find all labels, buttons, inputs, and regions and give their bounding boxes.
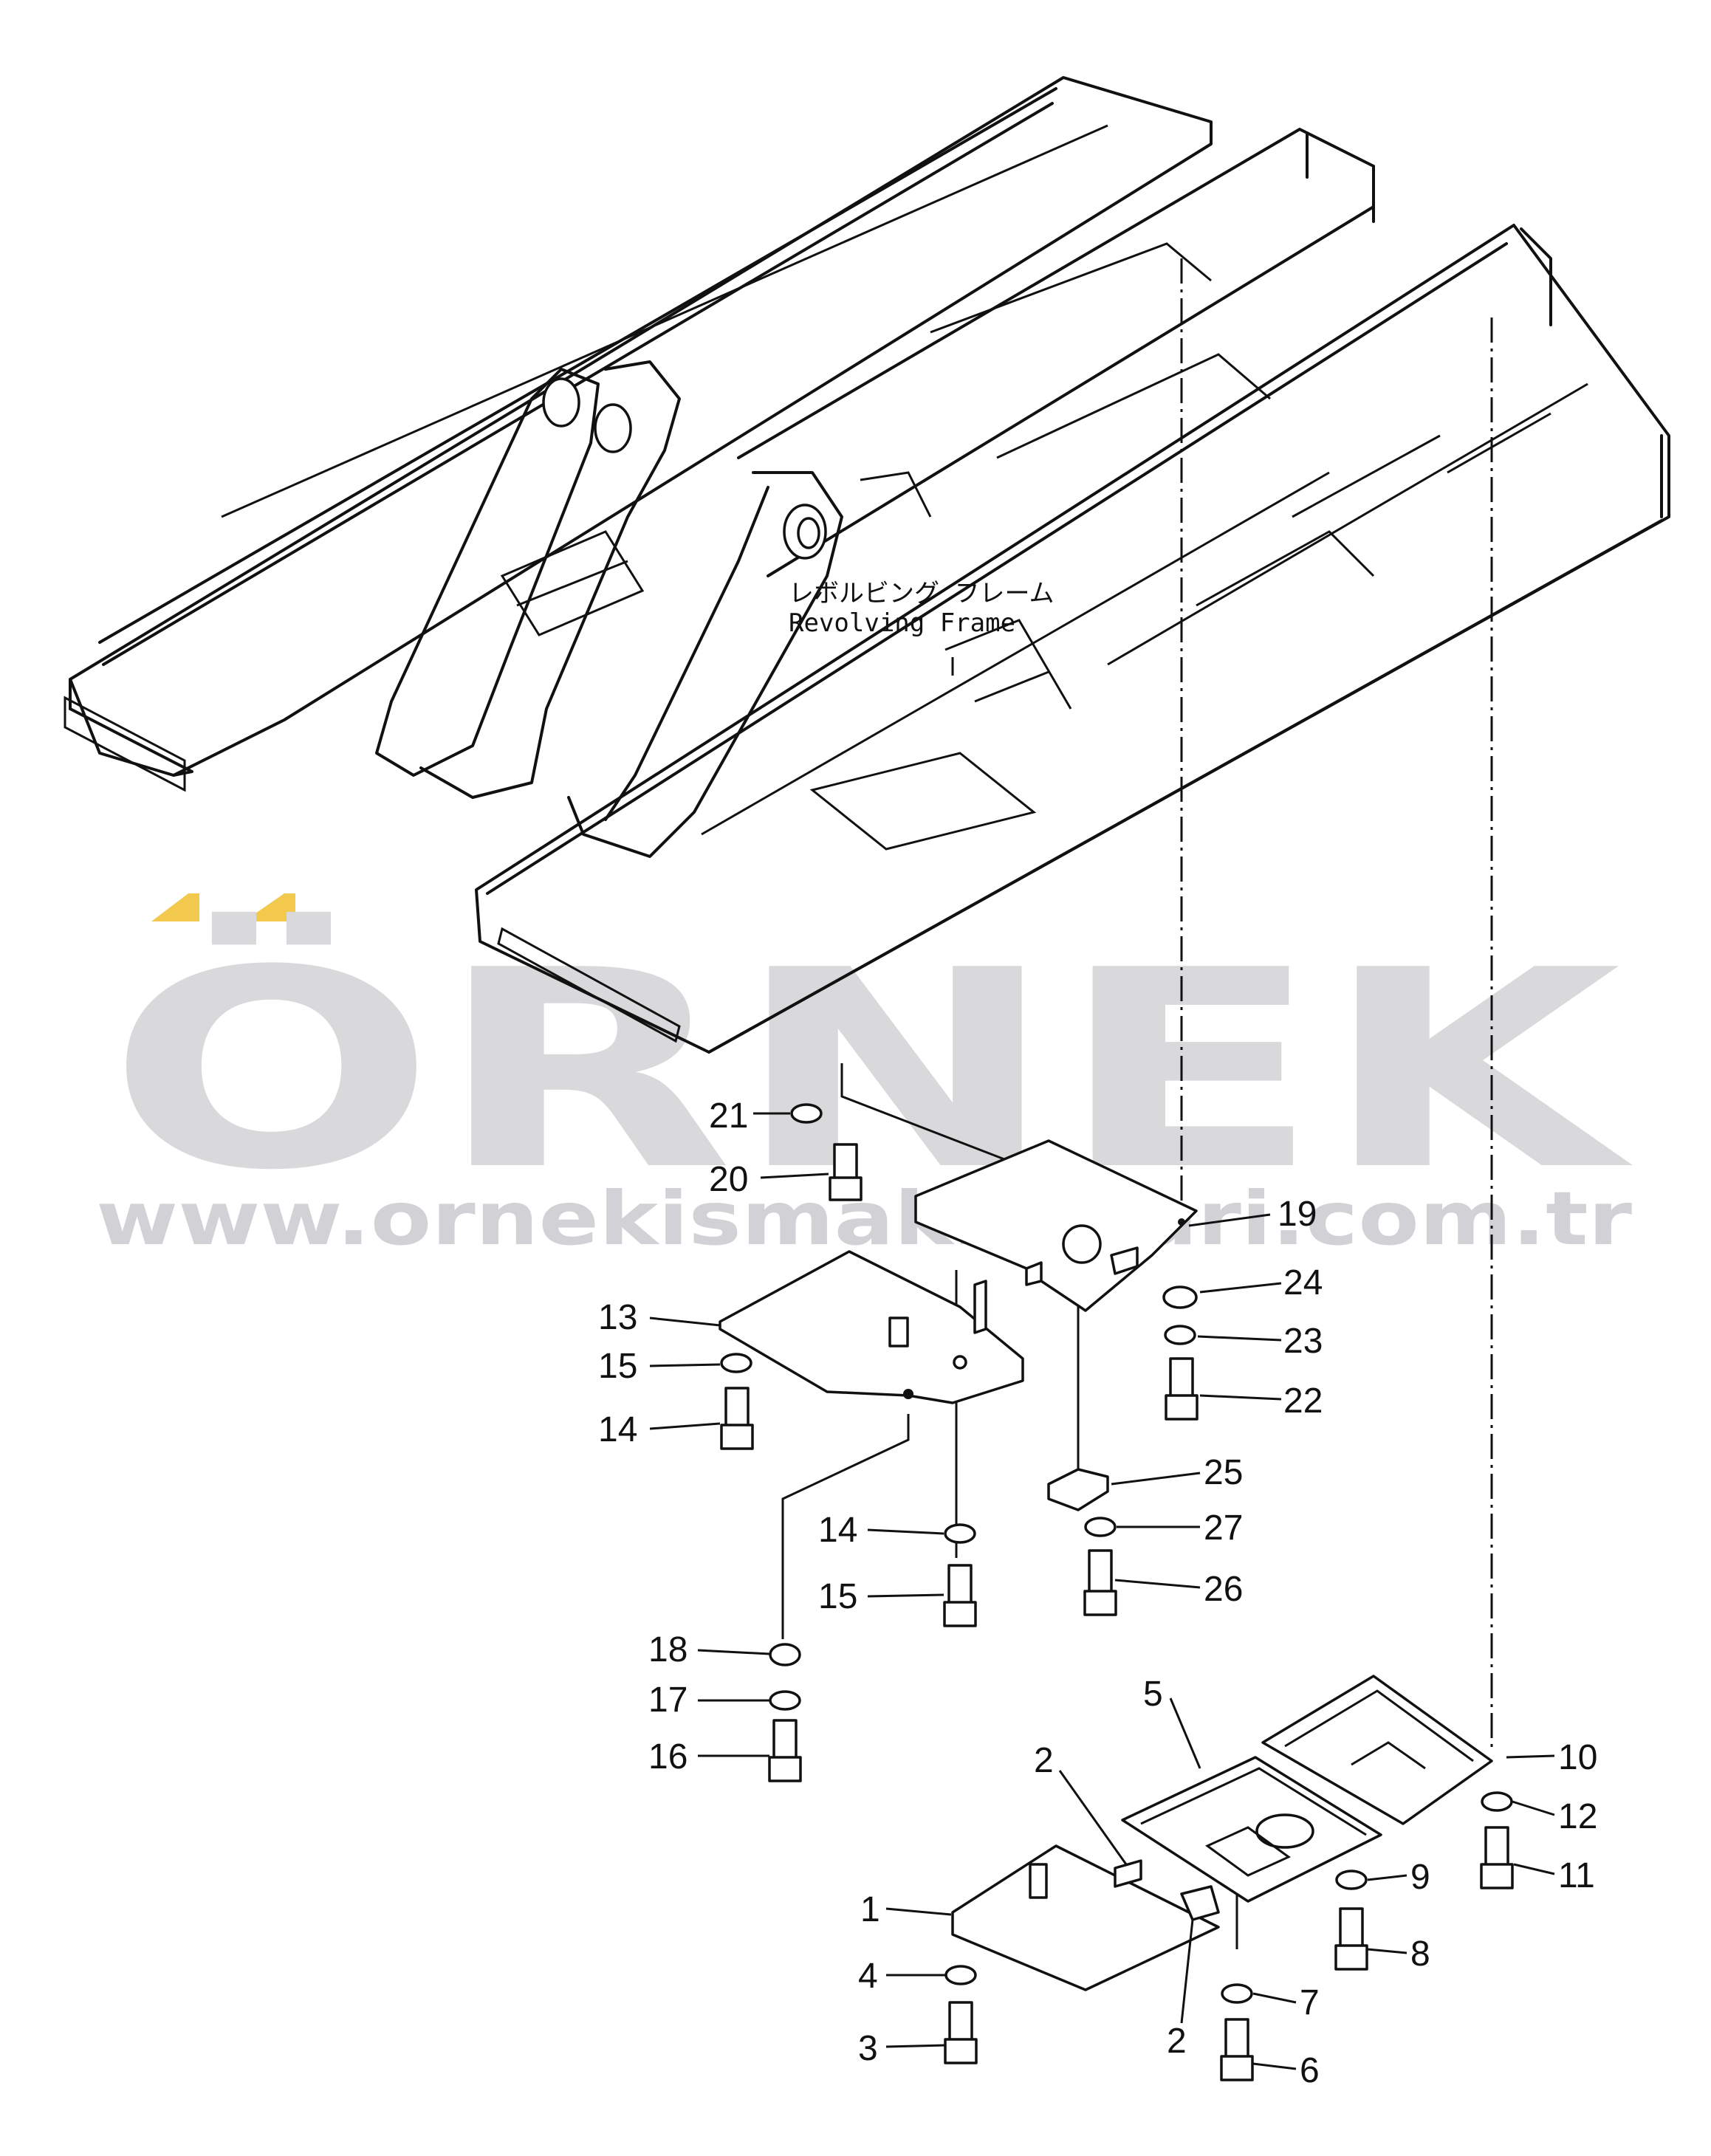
callout-14-upper: 14 [598, 1410, 637, 1449]
callout-7: 7 [1300, 1983, 1320, 2022]
cover-1 [951, 1844, 1220, 1991]
callout-4: 4 [858, 1957, 878, 1996]
callout-20: 20 [709, 1160, 748, 1199]
watermark-accent-right [244, 893, 295, 921]
callout-9: 9 [1410, 1858, 1430, 1897]
callout-3: 3 [858, 2029, 878, 2068]
callout-22: 22 [1283, 1381, 1323, 1421]
callout-16: 16 [648, 1737, 688, 1776]
callout-18: 18 [648, 1630, 688, 1669]
caption-english: Revolving Frame [789, 608, 1015, 638]
callout-13: 13 [598, 1298, 637, 1337]
callout-25: 25 [1204, 1453, 1243, 1492]
callout-19: 19 [1278, 1195, 1317, 1234]
callout-1: 1 [860, 1890, 880, 1929]
callout-2-lower: 2 [1167, 2022, 1187, 2061]
callout-23: 23 [1283, 1322, 1323, 1361]
watermark-accent-left [151, 893, 199, 921]
callout-24: 24 [1283, 1263, 1323, 1302]
callout-27: 27 [1204, 1508, 1243, 1548]
callout-labels: 21 20 19 24 23 22 13 15 14 25 27 26 14 1… [598, 1096, 1597, 2090]
callout-15-lower: 15 [818, 1577, 857, 1616]
callout-2-upper: 2 [1034, 1741, 1054, 1780]
callout-12: 12 [1558, 1797, 1597, 1836]
callout-17: 17 [648, 1680, 688, 1720]
cover-10 [1261, 1675, 1493, 1825]
callout-10: 10 [1558, 1738, 1597, 1777]
watermark-url: www.ornekismakinalari.com.tr [96, 1175, 1633, 1262]
cover-13 [719, 1250, 1024, 1404]
callout-26: 26 [1204, 1570, 1243, 1609]
fasteners [720, 1103, 1514, 2081]
cover-5 [1121, 1756, 1382, 1903]
callout-14-lower: 14 [818, 1511, 857, 1550]
callout-8: 8 [1410, 1934, 1430, 1974]
gasket-25 [1047, 1468, 1109, 1511]
callout-15-upper: 15 [598, 1347, 637, 1386]
callout-21: 21 [709, 1096, 748, 1136]
callout-6: 6 [1300, 2051, 1320, 2090]
callout-11: 11 [1558, 1856, 1595, 1895]
callout-leaders [649, 1112, 1555, 2070]
caption-japanese: レボルビング フレーム [789, 579, 1054, 608]
watermark: ÖRNEK www.ornekismakinalari.com.tr [96, 893, 1636, 1262]
revolving-frame-drawing [64, 76, 1670, 1054]
callout-5: 5 [1143, 1675, 1163, 1714]
cover-19 [914, 1139, 1198, 1312]
